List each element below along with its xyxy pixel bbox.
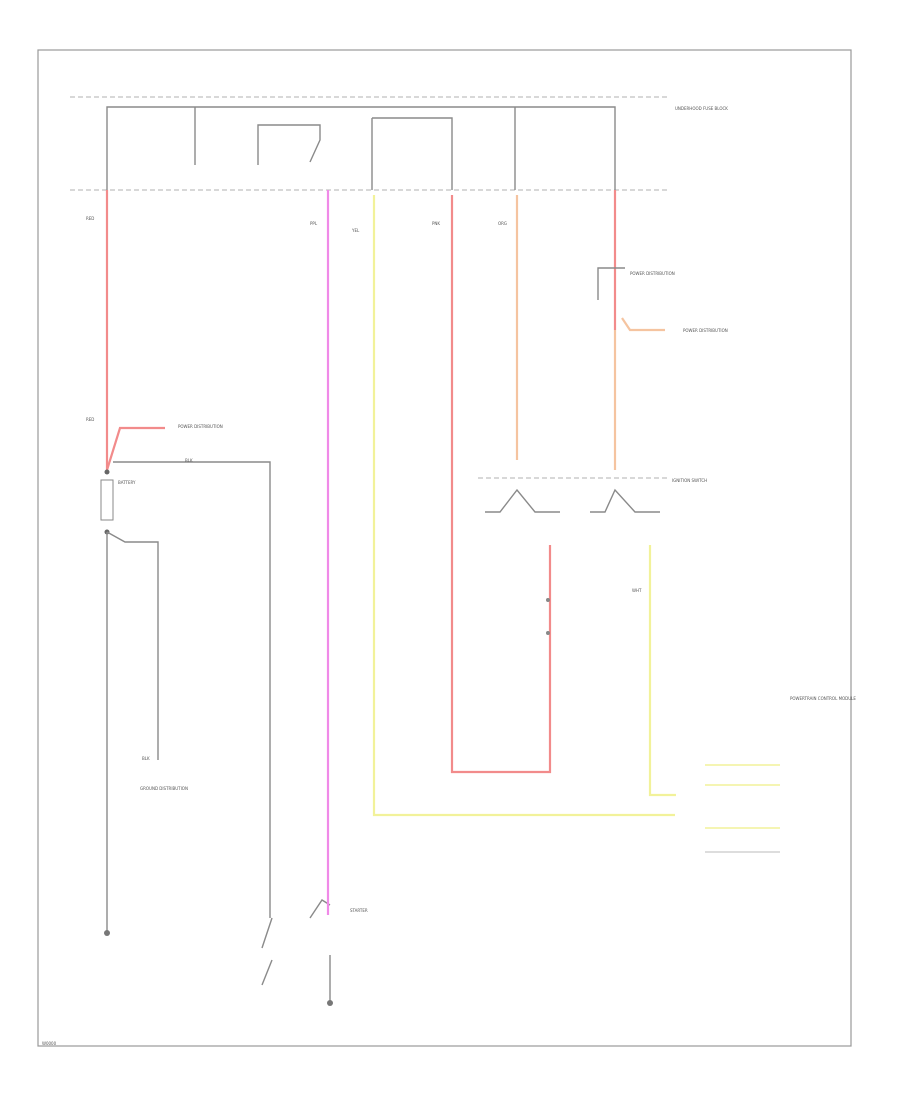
black-wire-label-1: BLK xyxy=(185,458,193,463)
red-wire-label-1: RED xyxy=(86,216,94,221)
fuse-block-label: UNDERHOOD FUSE BLOCK xyxy=(675,106,728,111)
fuse-block-box xyxy=(597,267,625,300)
ignition-switch-contacts-left xyxy=(485,488,560,513)
ignition-switch-label: IGNITION SWITCH xyxy=(672,478,707,483)
starter-label: STARTER xyxy=(350,908,368,913)
yellow-wire-label: YEL xyxy=(351,228,360,233)
orange-wire-label: ORG xyxy=(498,221,507,226)
pink-connector-2 xyxy=(546,631,550,635)
battery-positive-terminal xyxy=(104,469,110,475)
starter-motor-switch xyxy=(261,959,273,986)
figure-id: W0000 xyxy=(42,1041,57,1046)
red-power-distribution-tap xyxy=(105,426,165,471)
starter-solenoid-switch xyxy=(261,917,273,949)
fuse-block-relay-2 xyxy=(372,117,453,190)
ground-point-left xyxy=(104,930,110,936)
white-pcm-wire xyxy=(648,545,676,797)
ground-distribution-label: GROUND DISTRIBUTION xyxy=(140,786,188,791)
black-ground-distribution-wire xyxy=(106,531,159,760)
ground-point-starter xyxy=(327,1000,333,1006)
power-distribution-label: POWER DISTRIBUTION xyxy=(178,424,223,429)
fuse-block-internal-bus xyxy=(106,106,616,190)
black-battery-to-starter-wire xyxy=(113,461,271,918)
purple-wire-label: PPL xyxy=(310,221,318,226)
pink-wire-label: PNK xyxy=(432,221,440,226)
orange-power-distribution-tap xyxy=(621,317,665,332)
white-wire-label: WHT xyxy=(632,588,642,593)
yellow-signal-wire xyxy=(372,195,675,817)
pink-ignition-wire xyxy=(450,195,552,774)
battery-body xyxy=(100,479,114,521)
pink-connector-1 xyxy=(546,598,550,602)
fuse-block-relay xyxy=(257,124,321,165)
black-wire-label-2: BLK xyxy=(142,756,150,761)
red-wire-label-2: RED xyxy=(86,417,94,422)
diagram-frame xyxy=(37,49,852,1047)
battery-label: BATTERY xyxy=(118,480,136,485)
pcm-label: POWERTRAIN CONTROL MODULE xyxy=(790,696,856,701)
fuse-power-distribution-label-2: POWER DISTRIBUTION xyxy=(683,328,728,333)
ignition-switch-contacts-right xyxy=(590,488,660,513)
fuse-power-distribution-label: POWER DISTRIBUTION xyxy=(630,271,675,276)
